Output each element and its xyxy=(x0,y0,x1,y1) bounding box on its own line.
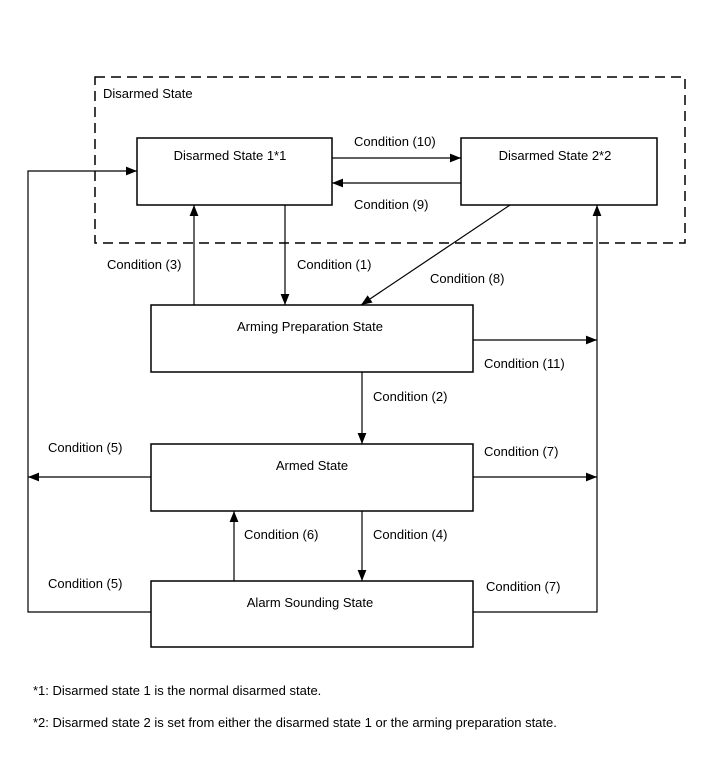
disarmed-state-2-box xyxy=(460,137,658,206)
alarm-sounding-state-box xyxy=(150,580,474,648)
armed-state-box xyxy=(150,443,474,512)
condition-3-label: Condition (3) xyxy=(107,257,181,272)
armed-state-label: Armed State xyxy=(276,458,348,473)
condition-7-armed-label: Condition (7) xyxy=(484,444,558,459)
condition-5-armed-label: Condition (5) xyxy=(48,440,122,455)
arrow-condition-8 xyxy=(360,204,511,306)
footnote-2: *2: Disarmed state 2 is set from either … xyxy=(33,715,557,730)
arming-preparation-state-label: Arming Preparation State xyxy=(237,319,383,334)
footnote-1: *1: Disarmed state 1 is the normal disar… xyxy=(33,683,322,698)
condition-10-label: Condition (10) xyxy=(354,134,436,149)
condition-8-label: Condition (8) xyxy=(430,271,504,286)
arrow-return-to-disarmed-2 xyxy=(473,205,602,613)
alarm-sounding-state-label: Alarm Sounding State xyxy=(247,595,373,610)
disarmed-state-group xyxy=(94,76,686,244)
disarmed-state-2-label: Disarmed State 2*2 xyxy=(499,148,612,163)
condition-5-alarm-label: Condition (5) xyxy=(48,576,122,591)
condition-1-label: Condition (1) xyxy=(297,257,371,272)
arming-preparation-state-box xyxy=(150,304,474,373)
condition-11-label: Condition (11) xyxy=(484,356,565,371)
condition-2-label: Condition (2) xyxy=(373,389,447,404)
condition-7-alarm-label: Condition (7) xyxy=(486,579,560,594)
disarmed-state-1-label: Disarmed State 1*1 xyxy=(174,148,287,163)
condition-6-label: Condition (6) xyxy=(244,527,318,542)
disarmed-state-group-label: Disarmed State xyxy=(103,86,193,101)
arrow-return-to-disarmed-1 xyxy=(27,166,151,613)
disarmed-state-1-box xyxy=(136,137,333,206)
condition-9-label: Condition (9) xyxy=(354,197,428,212)
condition-4-label: Condition (4) xyxy=(373,527,447,542)
